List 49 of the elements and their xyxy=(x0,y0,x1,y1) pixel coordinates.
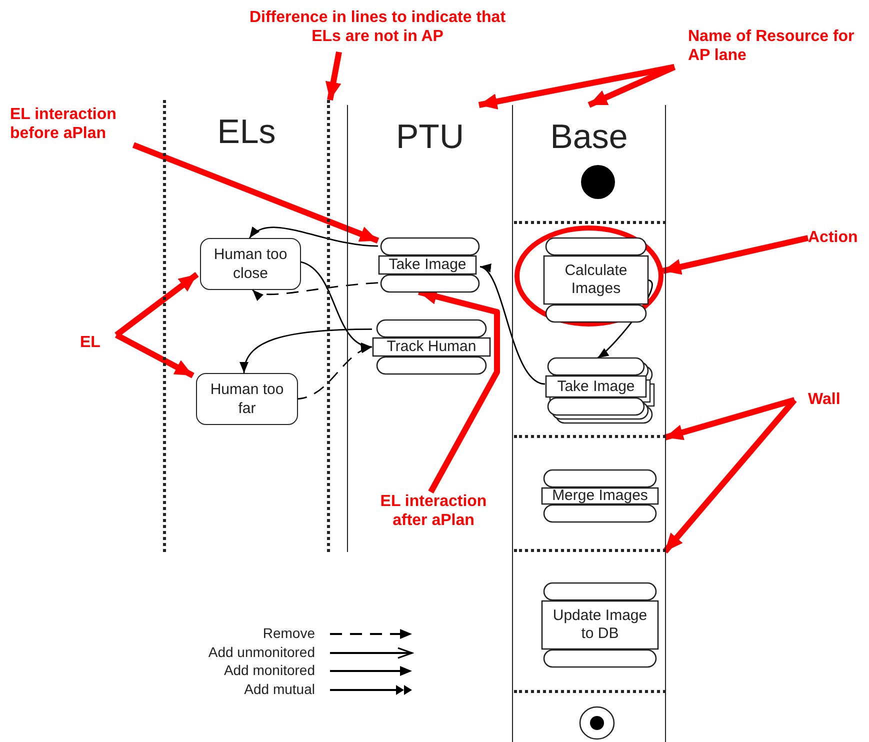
state-box: Human too close xyxy=(200,238,301,290)
annotation-text: EL xyxy=(80,333,108,353)
wall-line xyxy=(514,221,666,226)
lane-title: PTU xyxy=(395,117,465,157)
annotation-arrow xyxy=(325,51,342,101)
annotation-arrow xyxy=(664,397,796,440)
action-label: Calculate Images xyxy=(564,261,628,299)
action-node xyxy=(542,470,658,522)
arrow xyxy=(249,226,378,247)
legend-label: Add mutual xyxy=(243,680,315,696)
action-label: Update Image to DB xyxy=(552,606,648,644)
swimlane xyxy=(163,100,330,552)
annotation-text: EL interaction before aPlan xyxy=(10,105,140,145)
wall-line xyxy=(514,549,666,554)
annotation-arrow xyxy=(115,332,194,378)
annotation-text: Difference in lines to indicate that ELs are not in AP xyxy=(240,8,515,52)
annotation-arrow xyxy=(114,272,199,338)
action-label: Merge Images xyxy=(551,488,649,504)
action-node xyxy=(373,320,490,374)
annotation-text: EL interaction after aPlan xyxy=(366,492,501,532)
action-label: Take Image xyxy=(556,376,636,396)
state-box: Human too far xyxy=(196,373,298,425)
annotation-arrow xyxy=(478,64,675,110)
legend-label: Add unmonitored xyxy=(207,644,315,660)
annotation-text: Name of Resource for AP lane xyxy=(688,27,858,67)
lane-title: Base xyxy=(549,117,629,157)
legend-label: Remove xyxy=(262,625,315,641)
wall-line xyxy=(514,435,666,440)
swimlane xyxy=(512,105,666,742)
wall-line xyxy=(514,690,666,695)
action-label: Take Image xyxy=(388,256,468,274)
annotation-arrow xyxy=(588,64,676,108)
action-node xyxy=(544,238,648,322)
annotation-text: Wall xyxy=(808,390,853,410)
start-node xyxy=(581,165,615,199)
arrow xyxy=(240,328,372,374)
annotation-arrow xyxy=(662,235,809,275)
arrow xyxy=(252,282,378,300)
lane-title: ELs xyxy=(216,112,277,152)
annotation-text: Action xyxy=(808,228,868,248)
action-node xyxy=(542,583,658,667)
legend-label: Add monitored xyxy=(222,662,315,678)
end-node xyxy=(579,706,615,740)
highlight-ellipse xyxy=(514,225,664,327)
annotation-arrow xyxy=(132,142,380,244)
annotation-arrow xyxy=(662,398,797,554)
action-label: Track Human xyxy=(386,338,478,356)
arrow xyxy=(480,266,546,385)
action-node xyxy=(379,238,481,292)
